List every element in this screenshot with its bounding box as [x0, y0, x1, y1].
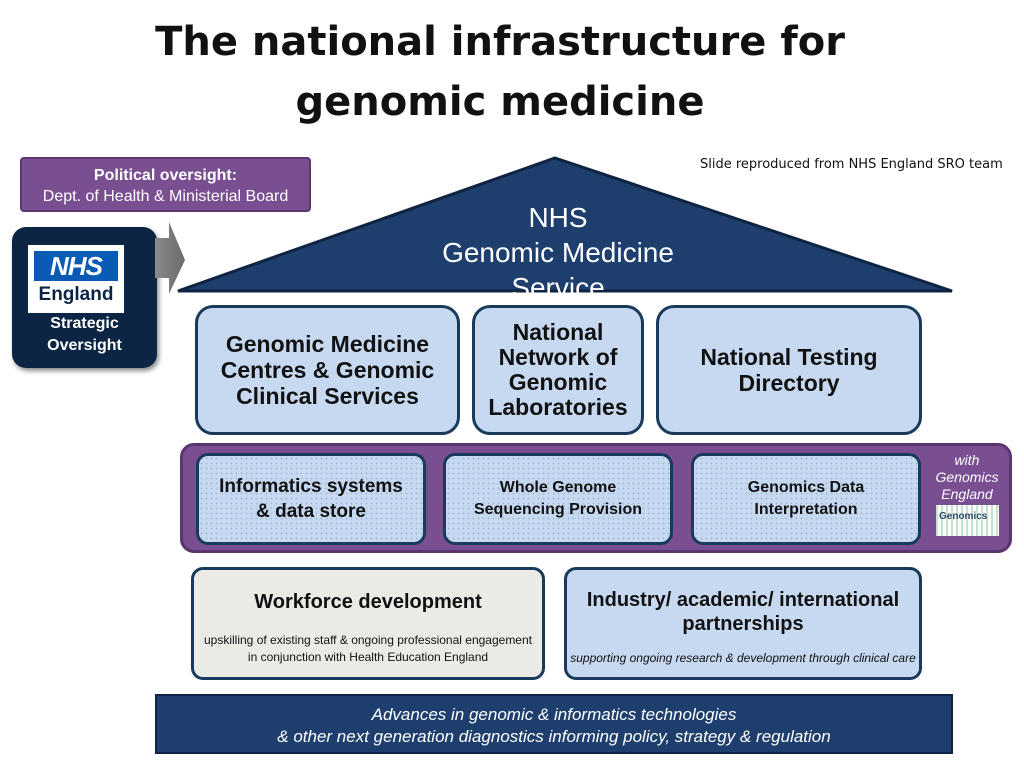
with-ge-line-2: Genomics	[935, 469, 999, 485]
pillar-2-line: Genomic	[508, 369, 608, 395]
band-genomics-data-interpretation: Genomics Data Interpretation	[691, 453, 921, 545]
with-ge-line-3: England	[941, 486, 993, 502]
with-genomics-england-label: with Genomics England	[926, 452, 1008, 503]
genomics-england-logo: Genomics	[936, 505, 999, 536]
foundation-line-1: Advances in genomic & informatics techno…	[371, 705, 737, 724]
title-line-2: genomic medicine	[295, 79, 705, 125]
workforce-development-box: Workforce development upskilling of exis…	[191, 567, 545, 680]
workforce-description: upskilling of existing staff & ongoing p…	[194, 632, 542, 666]
with-ge-line-1: with	[954, 452, 980, 468]
strategic-oversight-label: Strategic Oversight	[12, 313, 157, 357]
foundation-bar: Advances in genomic & informatics techno…	[155, 694, 953, 754]
band-item-2-line: Whole Genome	[499, 479, 617, 496]
workforce-title: Workforce development	[254, 591, 482, 613]
foundation-line-2: & other next generation diagnostics info…	[277, 727, 831, 746]
oversight-arrow-icon	[155, 222, 185, 294]
gms-roof-shape	[177, 156, 953, 293]
workforce-desc-line-2: in conjunction with Health Education Eng…	[247, 650, 489, 664]
pillar-1-line: Genomic Medicine	[225, 331, 430, 357]
strategic-oversight-line-2: Oversight	[47, 337, 122, 354]
industry-title: Industry/ academic/ international partne…	[567, 588, 919, 636]
strategic-oversight-line-1: Strategic	[50, 315, 119, 332]
strategic-oversight-box: NHS England Strategic Oversight	[12, 227, 157, 368]
pillar-2-line: Network of	[498, 344, 618, 370]
workforce-desc-line-1: upskilling of existing staff & ongoing p…	[204, 633, 532, 647]
title-line-1: The national infrastructure for	[155, 19, 845, 65]
band-item-3-line: Genomics Data	[747, 479, 865, 496]
industry-title-line-1: Industry/ academic/ international	[586, 589, 900, 611]
band-item-1-line: & data store	[256, 501, 366, 522]
band-item-1-line: Informatics systems	[219, 476, 403, 497]
pillar-3-line: Directory	[738, 370, 840, 396]
pillar-genomic-medicine-centres: Genomic Medicine Centres & Genomic Clini…	[195, 305, 460, 435]
industry-description: supporting ongoing research & developmen…	[570, 651, 916, 665]
political-oversight-box: Political oversight: Dept. of Health & M…	[20, 157, 311, 212]
band-whole-genome-sequencing: Whole Genome Sequencing Provision	[443, 453, 673, 545]
pillar-1-line: Centres & Genomic	[220, 357, 435, 383]
political-oversight-heading: Political oversight:	[93, 167, 238, 184]
gms-roof-line-1: NHS	[528, 202, 588, 233]
band-item-2-line: Sequencing Provision	[473, 501, 643, 518]
band-informatics-systems: Informatics systems & data store	[196, 453, 426, 545]
industry-title-line-2: partnerships	[682, 613, 804, 635]
nhs-england-logo: NHS England	[28, 245, 124, 313]
band-item-3-line: Interpretation	[754, 501, 858, 518]
pillar-3-line: National Testing	[700, 344, 878, 370]
nhs-logo-england: England	[38, 284, 114, 305]
industry-partnerships-box: Industry/ academic/ international partne…	[564, 567, 922, 680]
pillar-2-line: National	[512, 319, 604, 345]
political-oversight-body: Dept. of Health & Ministerial Board	[42, 188, 289, 205]
pillar-national-testing-directory: National Testing Directory	[656, 305, 922, 435]
gms-roof-line-2: Genomic Medicine Service	[442, 237, 674, 303]
nhs-logo-badge: NHS	[34, 251, 118, 281]
pillar-2-line: Laboratories	[488, 394, 628, 420]
page-title: The national infrastructure for genomic …	[0, 12, 1000, 132]
pillar-national-network-laboratories: National Network of Genomic Laboratories	[472, 305, 644, 435]
gms-roof-label: NHS Genomic Medicine Service	[400, 200, 716, 305]
pillar-1-line: Clinical Services	[236, 383, 419, 409]
slide-credit: Slide reproduced from NHS England SRO te…	[700, 157, 1003, 172]
